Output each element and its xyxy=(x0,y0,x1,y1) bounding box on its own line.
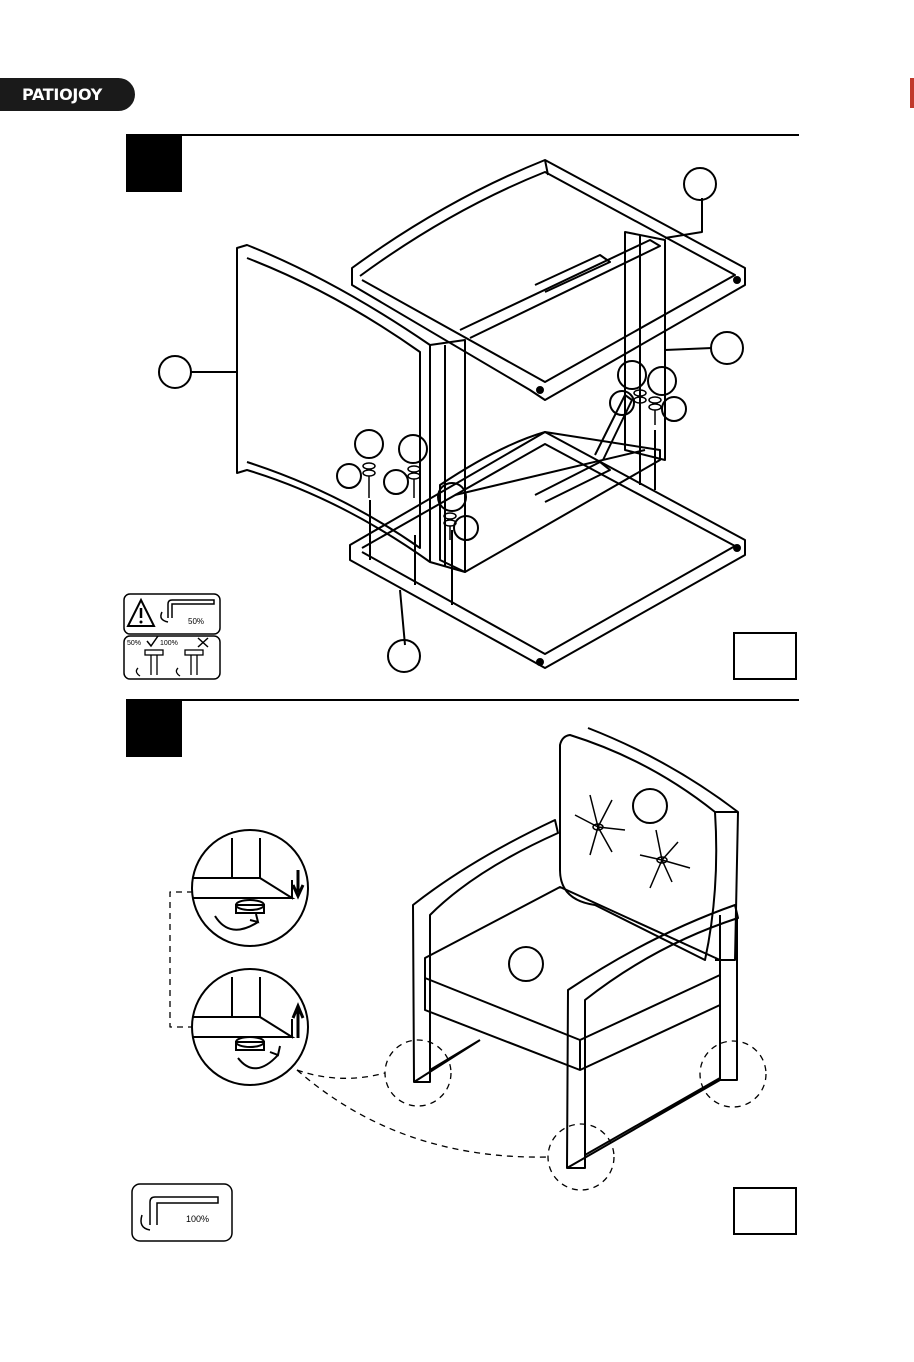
step2-torque-label: 100% xyxy=(186,1214,209,1224)
